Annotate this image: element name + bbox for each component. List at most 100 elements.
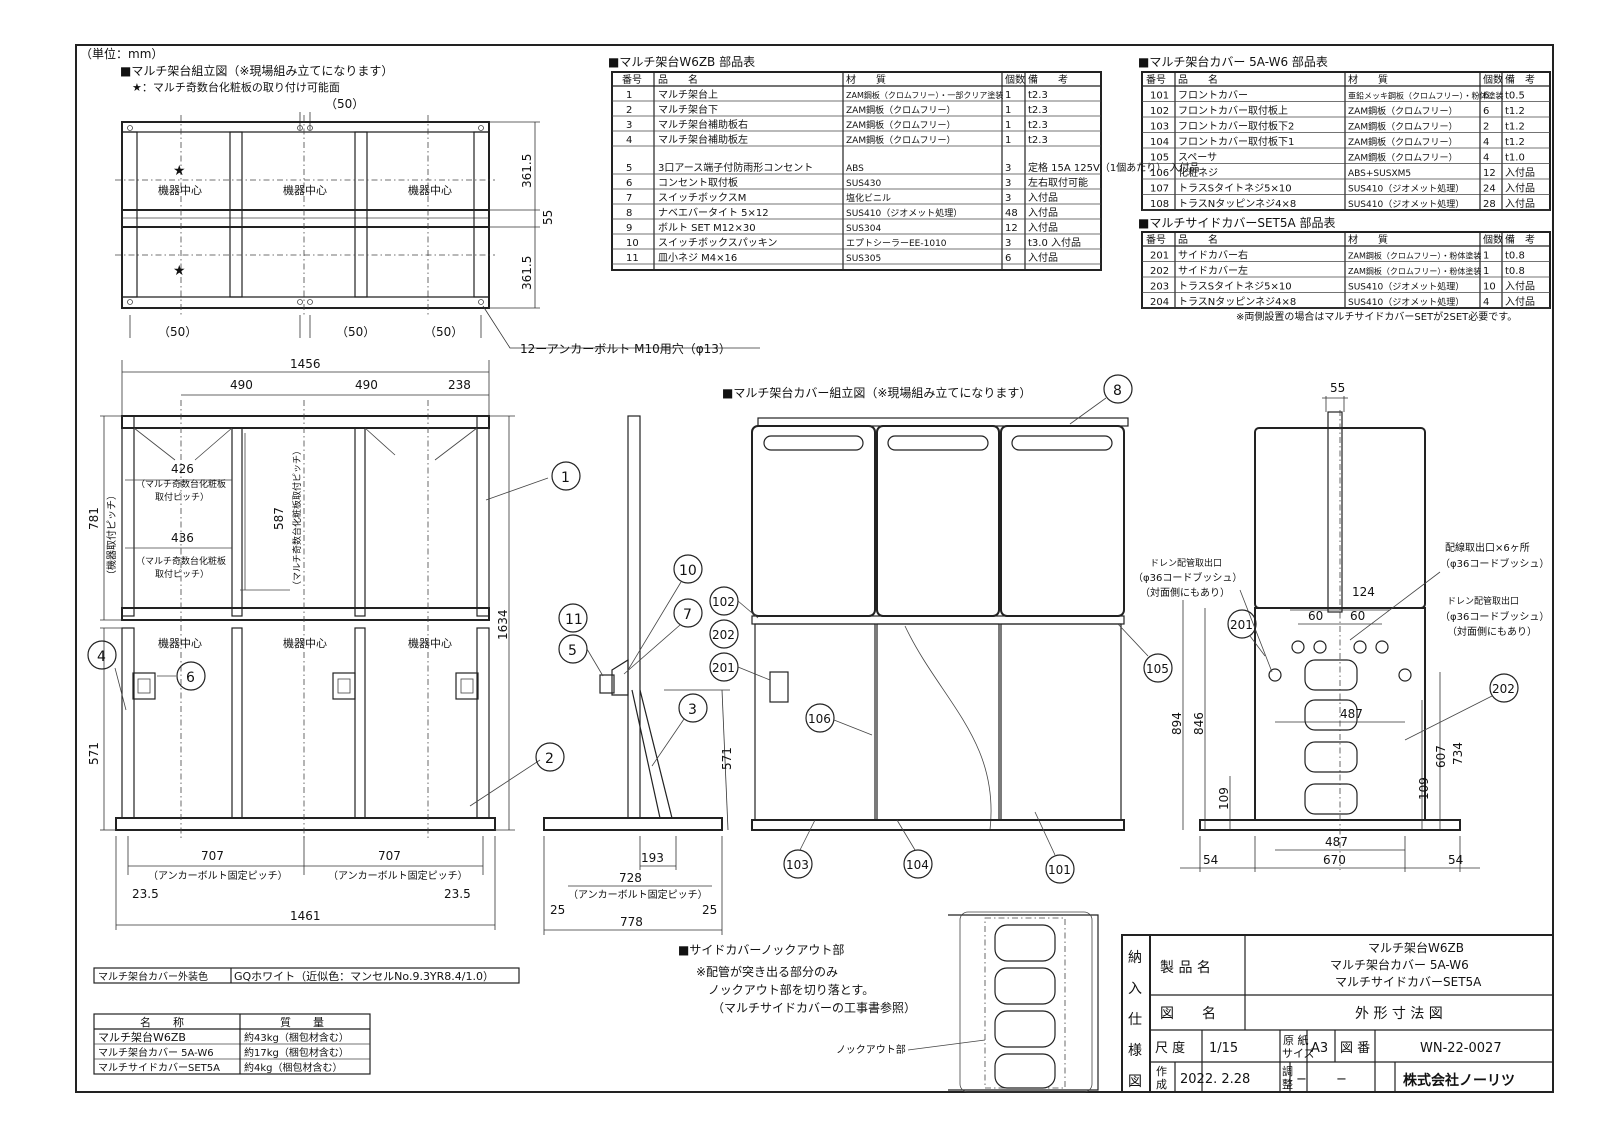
dim-1461: 1461	[290, 909, 321, 923]
5aw6-title: ■マルチ架台カバー 5A-W6 部品表	[1138, 54, 1328, 69]
cover-balloon-202: 202	[712, 628, 735, 642]
parts_w6zb-cell-6-3: 3	[1005, 193, 1011, 204]
parts_5aw6-cell-0-0: 101	[1150, 91, 1169, 102]
tb-dash-2: −	[1336, 1072, 1347, 1087]
parts_w6zb-cell-7-0: 8	[626, 208, 632, 219]
side-balloon-5: 5	[568, 643, 577, 659]
tb-date: 2022. 2.28	[1180, 1072, 1250, 1087]
parts_w6zb-cell-8-1: ボルト SET M12×30	[658, 222, 756, 234]
tb-product-2: マルチサイドカバーSET5A	[1335, 975, 1482, 989]
side-dim-25-b: 25	[702, 903, 717, 917]
side-view: 571 193 728 （アンカーボルト固定ピッチ） 25 25 778 10 …	[543, 415, 734, 935]
parts_5aw6-cell-3-0: 104	[1150, 137, 1169, 148]
parts_set5a-header-4: 備 考	[1505, 233, 1535, 246]
parts_w6zb-cell-6-1: スイッチボックスM	[658, 192, 746, 204]
knock-line-2: ノックアウト部を切り落とす。	[708, 982, 874, 997]
parts_w6zb-cell-8-2: SUS304	[846, 224, 881, 234]
parts_set5a-cell-0-1: サイドカバー右	[1178, 249, 1248, 262]
parts_5aw6-header-2: 材 質	[1348, 73, 1388, 86]
dim-490-a: 490	[230, 378, 253, 392]
sc-dim-109b: 109	[1417, 777, 1431, 800]
parts_w6zb-cell-10-4: 入付品	[1028, 251, 1058, 264]
parts_5aw6-cell-0-2: 亜鉛メッキ鋼板（クロムフリー）・粉体塗装	[1348, 91, 1504, 101]
parts_w6zb-cell-5-2: SUS430	[846, 179, 881, 189]
cover-balloon-102: 102	[712, 595, 735, 609]
sc-dim-54a: 54	[1203, 853, 1218, 867]
mass-val-0: 約43kg（梱包材含む）	[244, 1031, 349, 1044]
assembly-note: ★：マルチ奇数台化粧板の取り付け可能面	[132, 80, 340, 94]
side-anchor-pitch: （アンカーボルト固定ピッチ）	[568, 888, 708, 901]
parts_set5a-header-2: 材 質	[1348, 233, 1388, 246]
anchor-pitch-b: （アンカーボルト固定ピッチ）	[328, 869, 468, 882]
tb-product-0: マルチ架台W6ZB	[1368, 940, 1464, 955]
parts_set5a-cell-2-1: トラスSタイトネジ5×10	[1178, 281, 1292, 293]
parts_5aw6-cell-0-4: t0.5	[1505, 91, 1525, 102]
dim-55: 55	[541, 210, 555, 225]
cover-assembly-view: ■マルチ架台カバー組立図（※現場組み立てになります） 8 102 202 201…	[709, 374, 1173, 884]
parts_w6zb-cell-6-0: 7	[626, 193, 632, 204]
parts_w6zb-header-1: 品 名	[658, 73, 698, 86]
parts_set5a-cell-3-1: トラスNタッピンネジ4×8	[1178, 296, 1296, 308]
parts_w6zb-cell-2-0: 3	[626, 120, 632, 131]
tb-drawing-label: 図 名	[1160, 1006, 1216, 1022]
parts_5aw6-cell-2-4: t1.2	[1505, 122, 1525, 133]
cover-balloon-101: 101	[1048, 863, 1071, 877]
parts_5aw6-cell-5-2: ABS+SUSXM5	[1348, 169, 1411, 179]
parts_5aw6-cell-5-4: 入付品	[1505, 166, 1535, 179]
parts_set5a-cell-2-3: 10	[1483, 282, 1496, 293]
parts_w6zb-cell-0-4: t2.3	[1028, 90, 1048, 101]
tb-paper: A3	[1311, 1041, 1328, 1056]
center-label-1: 機器中心	[158, 183, 202, 197]
dim-436: 436	[171, 531, 194, 545]
parts_set5a-cell-0-2: ZAM鋼板（クロムフリー）・粉体塗装	[1348, 251, 1481, 261]
parts_w6zb-cell-4-0: 5	[626, 163, 632, 174]
anchor-hole-note: 12ーアンカーボルト M10用穴（φ13）	[520, 341, 731, 356]
sc-dim-487a: 487	[1340, 707, 1363, 721]
sc-balloon-202: 202	[1492, 682, 1515, 696]
star-mark-upper: ★	[173, 163, 186, 179]
parts_set5a-cell-1-3: 1	[1483, 266, 1489, 277]
tb-check-1: 調	[1282, 1064, 1293, 1078]
sc-note-bush-r: （φ36コードブッシュ）	[1440, 610, 1549, 623]
parts_5aw6-header-1: 品 名	[1178, 73, 1218, 86]
dim-3615-lower: 361.5	[520, 256, 534, 290]
sc-dim-487b: 487	[1325, 835, 1348, 849]
parts_w6zb-cell-10-1: 皿小ネジ M4×16	[658, 252, 737, 264]
parts_w6zb-cell-4-1: 3口アース端子付防雨形コンセント	[658, 161, 813, 174]
parts_set5a-header-1: 品 名	[1178, 233, 1218, 246]
parts_w6zb-cell-1-4: t2.3	[1028, 105, 1048, 116]
parts_5aw6-cell-6-1: トラスSタイトネジ5×10	[1178, 183, 1292, 195]
dim-1634: 1634	[496, 609, 510, 640]
mass-table: 名 称 質 量 マルチ架台W6ZB 約43kg（梱包材含む） マルチ架台カバー …	[93, 1013, 371, 1075]
title-block: 納 入 仕 様 図 製 品 名 マルチ架台W6ZB マルチ架台カバー 5A-W6…	[1121, 934, 1554, 1093]
unit-label: （単位：mm）	[80, 46, 163, 61]
parts_5aw6-cell-2-2: ZAM鋼板（クロムフリー）	[1348, 121, 1458, 133]
parts_5aw6-cell-4-3: 4	[1483, 153, 1489, 164]
tb-dash-1: −	[1296, 1072, 1307, 1087]
dim-238: 238	[448, 378, 471, 392]
anchor-pitch-a: （アンカーボルト固定ピッチ）	[148, 869, 288, 882]
parts_set5a-header-0: 番号	[1146, 234, 1166, 246]
cover-balloon-8: 8	[1113, 383, 1122, 399]
parts_set5a-cell-3-0: 204	[1150, 297, 1169, 308]
parts_set5a-cell-1-4: t0.8	[1505, 266, 1525, 277]
parts_w6zb-cell-9-1: スイッチボックスパッキン	[658, 237, 777, 249]
sc-note-drain-l: ドレン配管取出口	[1150, 557, 1222, 569]
parts_5aw6-cell-3-2: ZAM鋼板（クロムフリー）	[1348, 136, 1458, 148]
parts_w6zb-cell-3-4: t2.3	[1028, 135, 1048, 146]
mass-name-2: マルチサイドカバーSET5A	[98, 1062, 220, 1074]
parts_5aw6-cell-2-3: 2	[1483, 122, 1489, 133]
parts_5aw6-cell-5-0: 106	[1150, 168, 1169, 179]
sc-note-opp-r: （対面側にもあり）	[1447, 625, 1537, 638]
parts_w6zb-cell-3-1: マルチ架台補助板左	[658, 133, 748, 146]
sc-note-drain-r: ドレン配管取出口	[1447, 595, 1519, 607]
parts_5aw6-cell-0-1: フロントカバー	[1178, 90, 1248, 102]
knock-label: ノックアウト部	[836, 1043, 906, 1056]
tb-number: WN-22-0027	[1420, 1041, 1502, 1056]
parts_w6zb-cell-1-1: マルチ架台下	[658, 103, 718, 116]
parts-table-w6zb: ■マルチ架台W6ZB 部品表	[608, 54, 1102, 271]
parts_5aw6-header-4: 備 考	[1505, 73, 1535, 86]
dim-50-bc: （50）	[336, 325, 375, 339]
parts_w6zb-cell-7-1: ナベエバータイト 5×12	[658, 207, 769, 219]
dim-707-b: 707	[378, 849, 401, 863]
